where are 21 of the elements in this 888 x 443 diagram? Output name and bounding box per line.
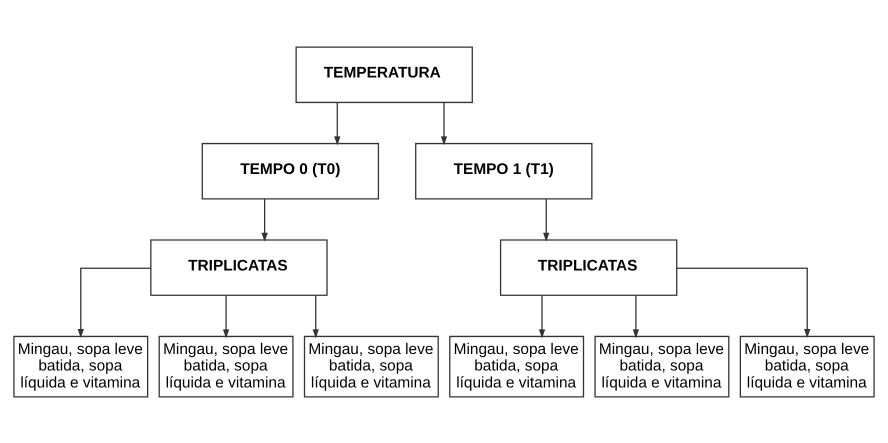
- node-box: Mingau, sopa leve batida, sopa líquida e vitamina: [158, 335, 294, 397]
- node-box: TEMPO 1 (T1): [415, 142, 592, 199]
- node-box: Mingau, sopa leve batida, sopa líquida e vitamina: [594, 335, 730, 397]
- node-box: Mingau, sopa leve batida, sopa líquida e vitamina: [449, 335, 584, 397]
- node-box: Mingau, sopa leve batida, sopa líquida e vitamina: [304, 335, 439, 397]
- arrow: [676, 267, 810, 338]
- node-box: TEMPO 0 (T0): [202, 142, 380, 199]
- arrow: [78, 267, 151, 338]
- arrow: [312, 295, 319, 338]
- arrow: [222, 295, 230, 338]
- arrow: [334, 102, 340, 145]
- node-box: TEMPERATURA: [296, 46, 473, 103]
- arrow: [632, 295, 640, 338]
- node-box: Mingau, sopa leve batida, sopa líquida e vitamina: [13, 335, 148, 397]
- arrow: [440, 102, 448, 145]
- node-box: TRIPLICATAS: [500, 238, 678, 296]
- arrow: [538, 295, 546, 338]
- node-box: Mingau, sopa leve batida, sopa líquida e vitamina: [740, 335, 875, 397]
- node-box: TRIPLICATAS: [150, 238, 328, 296]
- arrow: [261, 198, 268, 242]
- arrow: [543, 198, 550, 242]
